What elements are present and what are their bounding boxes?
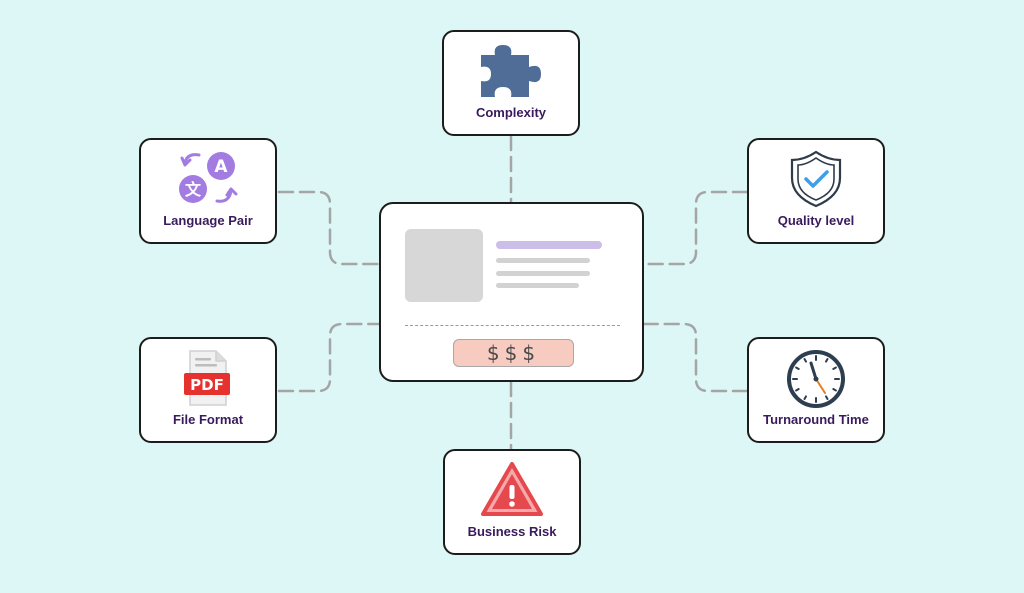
translate-glyph-a: A [214,157,228,177]
price-tag: $$$ [453,339,574,367]
node-label: Business Risk [467,524,557,539]
price-card: $$$ [379,202,644,382]
pdf-file-icon: PDF [141,347,275,409]
text-placeholder-bar [496,283,579,288]
dashed-divider [405,325,620,326]
node-label: Quality level [777,213,855,228]
node-label: Complexity [475,105,547,120]
translate-icon: A 文 [141,148,275,210]
text-placeholder-bar [496,271,590,276]
connector-language-pair [277,190,381,266]
connector-quality-level [642,190,749,266]
translate-glyph-zh: 文 [185,180,202,199]
warning-triangle-icon [445,459,579,521]
node-quality-level: Quality level [747,138,885,244]
node-label: Language Pair [163,213,253,228]
image-placeholder [405,229,483,302]
node-label: File Format [172,412,244,427]
node-language-pair: A 文 Language Pair [139,138,277,244]
clock-icon [749,347,883,409]
node-complexity: Complexity [442,30,580,136]
puzzle-piece-icon [444,40,578,102]
node-business-risk: Business Risk [443,449,581,555]
shield-check-icon [749,148,883,210]
node-turnaround-time: Turnaround Time [747,337,885,443]
pdf-badge-text: PDF [190,376,224,394]
text-placeholder-bar [496,258,590,263]
connector-turnaround-time [642,322,749,393]
title-placeholder-bar [496,241,602,249]
connector-file-format [277,322,381,393]
node-label: Turnaround Time [763,412,869,427]
node-file-format: PDF File Format [139,337,277,443]
